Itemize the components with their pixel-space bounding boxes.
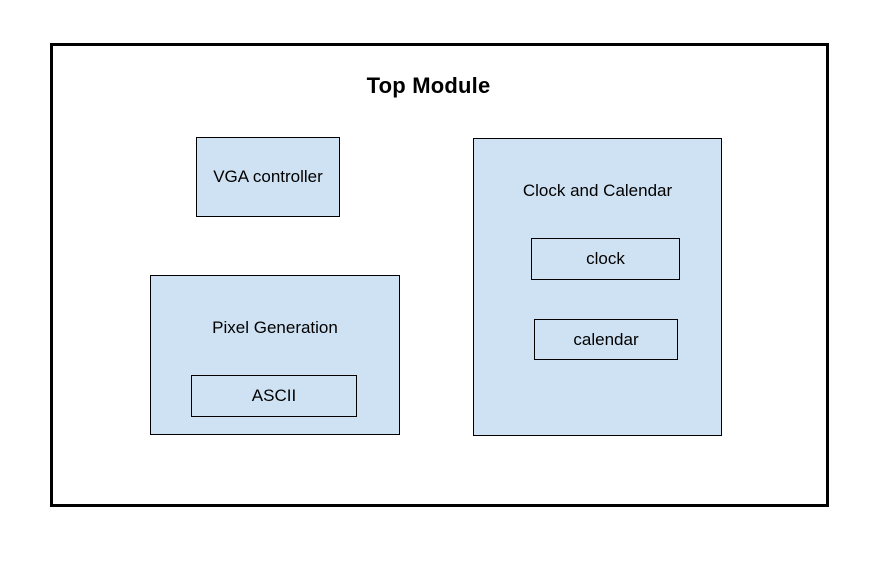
ascii-label: ASCII [251,386,297,405]
clock-label: clock [586,249,625,268]
vga-controller-label: VGA controller [213,167,323,186]
block-clock: clock [531,238,680,280]
block-calendar: calendar [534,319,678,360]
clock-and-calendar-label: Clock and Calendar [522,181,673,200]
block-pixel-generation: Pixel Generation ASCII [150,275,400,435]
diagram-title: Top Module [366,73,491,98]
top-module-container: Top Module VGA controller Pixel Generati… [50,43,829,507]
pixel-generation-label: Pixel Generation [212,318,338,337]
block-clock-and-calendar: Clock and Calendar clock calendar [473,138,722,436]
block-ascii: ASCII [191,375,357,417]
calendar-label: calendar [573,329,639,349]
block-vga-controller: VGA controller [196,137,340,217]
